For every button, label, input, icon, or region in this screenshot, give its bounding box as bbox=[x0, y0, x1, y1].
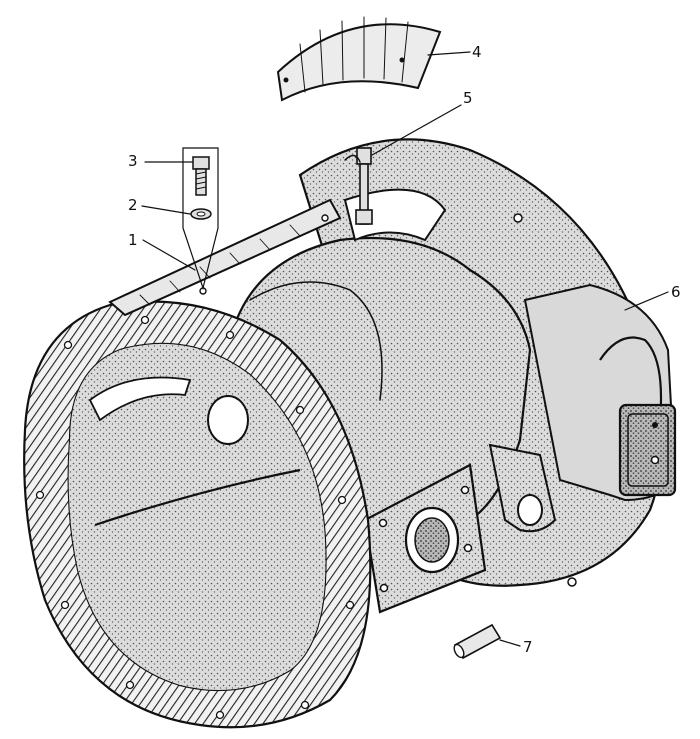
callout-3: 3 bbox=[128, 152, 138, 170]
part-1-top-cover bbox=[108, 198, 342, 317]
callout-4: 4 bbox=[472, 43, 482, 61]
callout-7: 7 bbox=[523, 638, 533, 656]
callout-5: 5 bbox=[463, 89, 473, 107]
part-4-inspection-cover bbox=[276, 16, 442, 102]
part-5-stud bbox=[344, 147, 373, 225]
front-bell-flange bbox=[23, 300, 372, 729]
lower-lug bbox=[488, 443, 557, 533]
callout-1: 1 bbox=[128, 231, 138, 249]
callout-6: 6 bbox=[671, 283, 681, 301]
part-6-side-bracket bbox=[523, 283, 677, 502]
bearing-flange bbox=[363, 463, 487, 614]
callout-labels: 1 2 3 4 5 6 7 bbox=[128, 43, 681, 656]
callout-2: 2 bbox=[128, 196, 138, 214]
part-3-bolt-and-part-2-washer bbox=[182, 147, 219, 291]
part-7-dowel-pin bbox=[453, 623, 502, 660]
leader-lines bbox=[141, 51, 669, 647]
